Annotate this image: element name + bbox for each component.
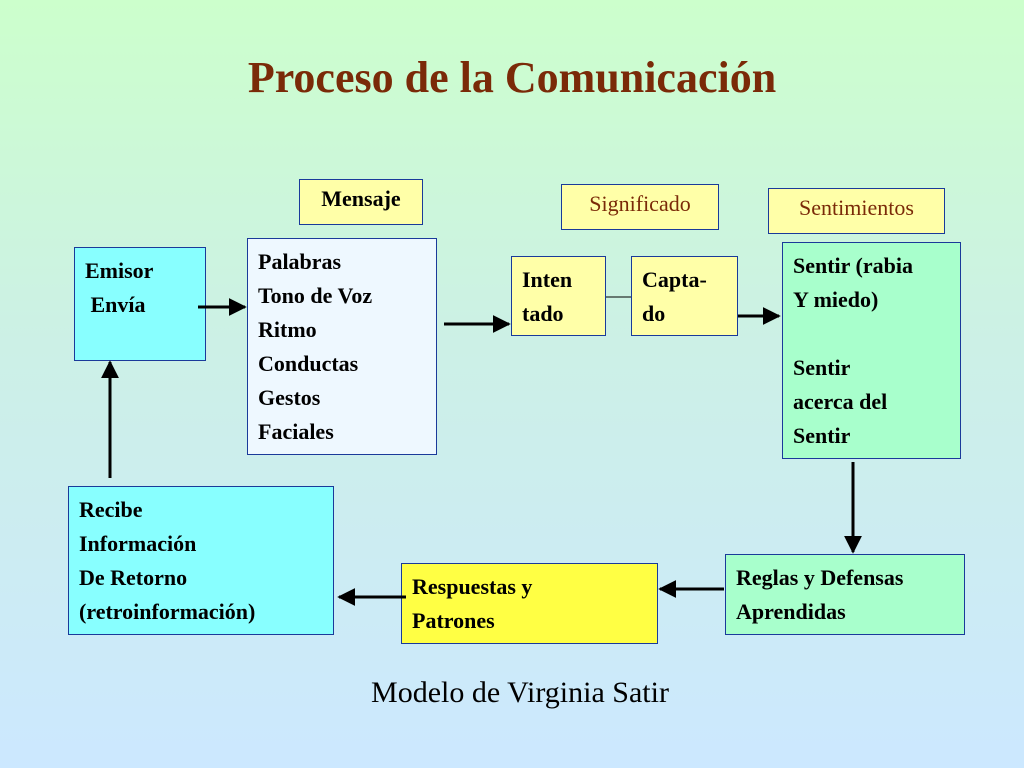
box-sentir: Sentir (rabia Y miedo) Sentir acerca del… [782, 242, 961, 459]
label-mensaje: Mensaje [299, 179, 423, 225]
box-intentado: Inten tado [511, 256, 606, 336]
box-respuestas: Respuestas y Patrones [401, 563, 658, 644]
caption: Modelo de Virginia Satir [371, 676, 669, 709]
box-captado: Capta- do [631, 256, 738, 336]
label-significado: Significado [561, 184, 719, 230]
box-mensaje-contenido: Palabras Tono de Voz Ritmo Conductas Ges… [247, 238, 437, 455]
page-title: Proceso de la Comunicación [247, 53, 777, 102]
box-reglas: Reglas y Defensas Aprendidas [725, 554, 965, 635]
box-emisor: Emisor Envía [74, 247, 206, 361]
box-recibe: Recibe Información De Retorno (retroinfo… [68, 486, 334, 635]
label-sentimientos: Sentimientos [768, 188, 945, 234]
